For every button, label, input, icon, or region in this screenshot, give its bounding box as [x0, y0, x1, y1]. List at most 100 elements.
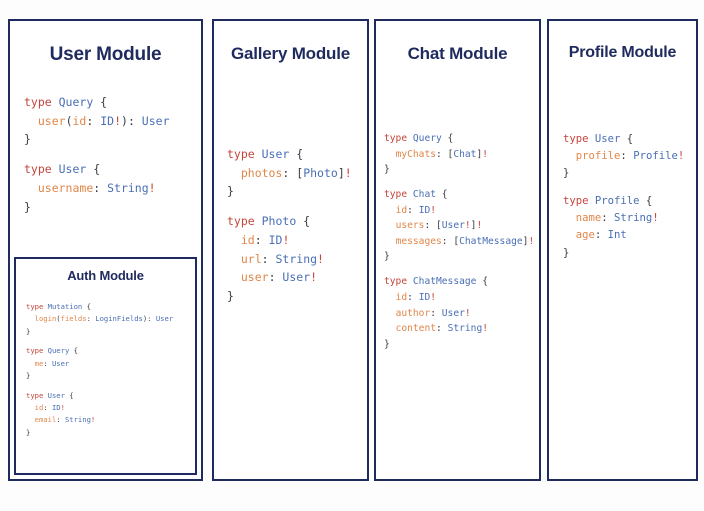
token-punc: } [24, 132, 31, 147]
token-punc: : [43, 358, 52, 368]
token-field: author [395, 307, 431, 319]
token-punc [563, 229, 576, 241]
token-type: ChatMessage [412, 276, 477, 288]
token-punc [227, 233, 241, 247]
schema-code-line: profile: Profile! [563, 148, 696, 165]
token-type: Photo [303, 165, 338, 180]
module-title-profile: Profile Module [568, 44, 677, 61]
token-punc: { [296, 214, 311, 229]
schema-code-line: } [26, 370, 195, 382]
token-field: profile [575, 150, 621, 163]
token-bang: ! [60, 403, 65, 412]
schema-type-block: type User { id: ID! email: String!} [26, 390, 195, 440]
token-punc [26, 359, 35, 368]
schema-code-line: photos: [Photo]! [227, 164, 367, 183]
schema-code-line: type Mutation { [26, 301, 195, 313]
token-bang: ! [344, 165, 352, 180]
token-punc: ( [65, 113, 73, 128]
schema-code-line: username: String! [24, 179, 201, 198]
token-punc: { [620, 133, 634, 145]
schema-code-line: login(fields: LoginFields): User [26, 313, 195, 325]
module-panel-auth[interactable]: Auth Module type Mutation { login(fields… [14, 257, 197, 475]
token-type: LoginFields [95, 314, 143, 324]
schema-code-line: type User { [26, 390, 195, 402]
token-kw: type [384, 189, 413, 201]
token-type: String [275, 251, 318, 266]
token-field: user [240, 270, 269, 285]
token-punc: { [436, 189, 448, 201]
token-type: Chat [453, 148, 477, 160]
token-punc [227, 166, 241, 180]
schema-code-line: } [563, 165, 696, 182]
token-field: name [575, 212, 602, 225]
schema-code-line: } [24, 198, 201, 217]
token-bang: ! [148, 181, 156, 195]
module-panel-profile[interactable]: Profile Module type User { profile: Prof… [547, 19, 698, 481]
token-type: Query [58, 95, 94, 109]
module-panel-chat[interactable]: Chat Module type Query { myChats: [Chat]… [374, 19, 541, 481]
token-field: id [395, 291, 408, 303]
token-type: User [261, 147, 290, 161]
module-panel-user[interactable]: User Module type Query { user(id: ID!): … [8, 19, 203, 481]
token-punc: ( [56, 314, 61, 324]
schema-code-line: user(id: ID!): User [24, 112, 201, 131]
token-kw: type [384, 133, 413, 144]
token-field: id [240, 233, 255, 247]
schema-code-line: type User { [563, 131, 696, 148]
token-punc: { [639, 195, 653, 208]
schema-code-chat: type Query { myChats: [Chat]!}type Chat … [384, 131, 539, 352]
token-field: user [37, 113, 66, 128]
schema-code-line: type Query { [26, 345, 195, 357]
token-punc [227, 252, 241, 266]
token-punc: { [289, 147, 304, 161]
token-punc: } [26, 371, 31, 381]
token-type: String [447, 323, 483, 335]
token-punc: : [594, 229, 608, 242]
token-punc [384, 205, 396, 216]
token-field: myChats [395, 148, 436, 160]
token-punc [563, 150, 576, 162]
token-punc [384, 323, 396, 334]
token-punc: } [24, 199, 31, 214]
schema-code-line: type Photo { [227, 212, 367, 231]
module-title-user: User Module [49, 44, 162, 65]
token-punc: : [ [436, 148, 454, 160]
module-panel-gallery[interactable]: Gallery Module type User { photos: [Phot… [212, 19, 369, 481]
schema-code-line: id: ID! [227, 231, 367, 250]
token-punc: : [ [282, 165, 304, 180]
token-punc: } [384, 338, 390, 350]
schema-type-block: type User { photos: [Photo]!} [227, 145, 367, 201]
schema-code-profile: type User { profile: Profile!}type Profi… [563, 131, 696, 262]
token-punc [227, 270, 241, 284]
schema-type-block: type ChatMessage { id: ID! author: User!… [384, 274, 539, 352]
token-punc: : [261, 251, 276, 266]
token-kw: type [24, 95, 59, 109]
token-bang: ! [430, 204, 437, 216]
token-punc: { [441, 133, 454, 144]
token-punc: } [227, 184, 234, 199]
token-punc: } [227, 288, 234, 303]
schema-code-user: type Query { user(id: ID!): User}type Us… [24, 93, 201, 216]
token-bang: ! [114, 113, 122, 128]
token-type: ID [418, 291, 431, 303]
token-field: content [395, 323, 436, 335]
module-title-gallery: Gallery Module [230, 44, 351, 63]
schema-code-line: } [26, 427, 195, 439]
token-punc [24, 181, 38, 195]
token-field: photos [240, 165, 283, 180]
schema-type-block: type User { username: String!} [24, 160, 201, 216]
token-punc: } [26, 427, 31, 437]
token-type: User [594, 133, 621, 145]
token-punc: ] [470, 220, 477, 232]
schema-type-block: type Query { me: User} [26, 345, 195, 382]
token-field: age [575, 229, 595, 242]
schema-code-line: author: User! [384, 306, 539, 322]
schema-code-line: } [384, 162, 539, 178]
token-punc [384, 292, 396, 303]
schema-code-line: email: String! [26, 414, 195, 426]
module-title-auth: Auth Module [67, 268, 144, 283]
token-field: id [72, 113, 87, 128]
token-type: User [51, 358, 70, 368]
token-type: String [64, 415, 91, 425]
